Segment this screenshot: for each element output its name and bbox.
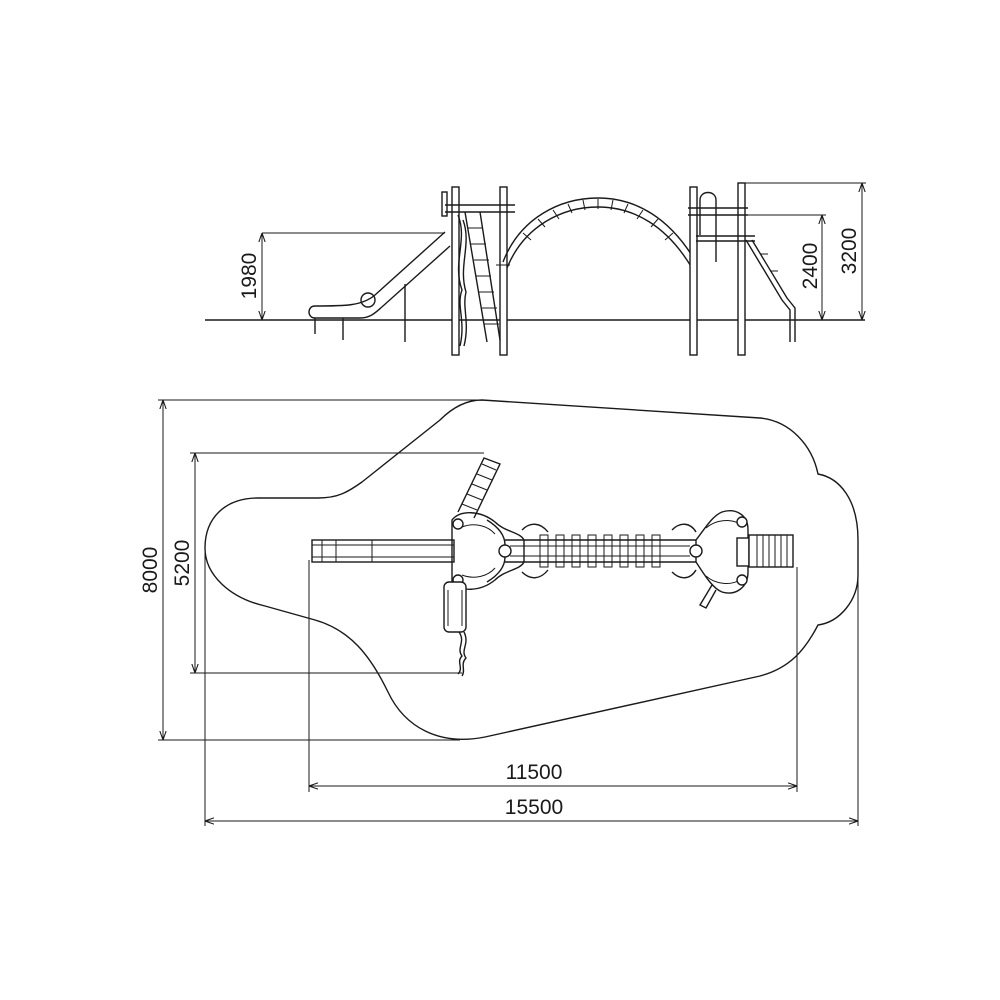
plan-view: 8000 5200 11500 15500	[139, 399, 859, 826]
right-tower	[688, 182, 796, 356]
post	[499, 186, 508, 356]
right-platform	[689, 510, 750, 609]
dimension-label: 1980	[238, 253, 261, 300]
dimension-label: 8000	[139, 547, 162, 594]
slide-plan	[311, 539, 455, 563]
dimension-equipment-depth: 5200	[171, 452, 484, 674]
dimension-label: 3200	[838, 228, 861, 275]
safety-zone-outline	[204, 399, 859, 740]
chain-climber-plan	[443, 581, 467, 677]
dimension-label: 11500	[506, 761, 563, 784]
dimension-overall-depth: 8000	[139, 399, 482, 741]
dimension-label: 5200	[171, 540, 194, 587]
monkey-bar-bridge-plan	[505, 523, 697, 579]
ladder-plan	[457, 457, 501, 519]
step-ladder-plan	[748, 534, 794, 568]
dimension-overall-length: 15500	[204, 545, 859, 826]
dimension-label: 15500	[505, 796, 563, 819]
arched-monkey-bars	[502, 197, 697, 269]
slide	[308, 231, 451, 342]
dimension-total-height: 3200	[745, 182, 866, 320]
side-elevation: 1980 2400 3200	[205, 182, 866, 356]
dimension-label: 2400	[799, 243, 822, 290]
dimension-slide-height: 1980	[238, 232, 445, 320]
dimension-platform-height: 2400	[745, 214, 826, 320]
left-tower	[441, 186, 515, 356]
climbing-chain	[457, 214, 463, 347]
left-platform	[451, 512, 525, 590]
dimension-equipment-length: 11500	[308, 560, 798, 792]
